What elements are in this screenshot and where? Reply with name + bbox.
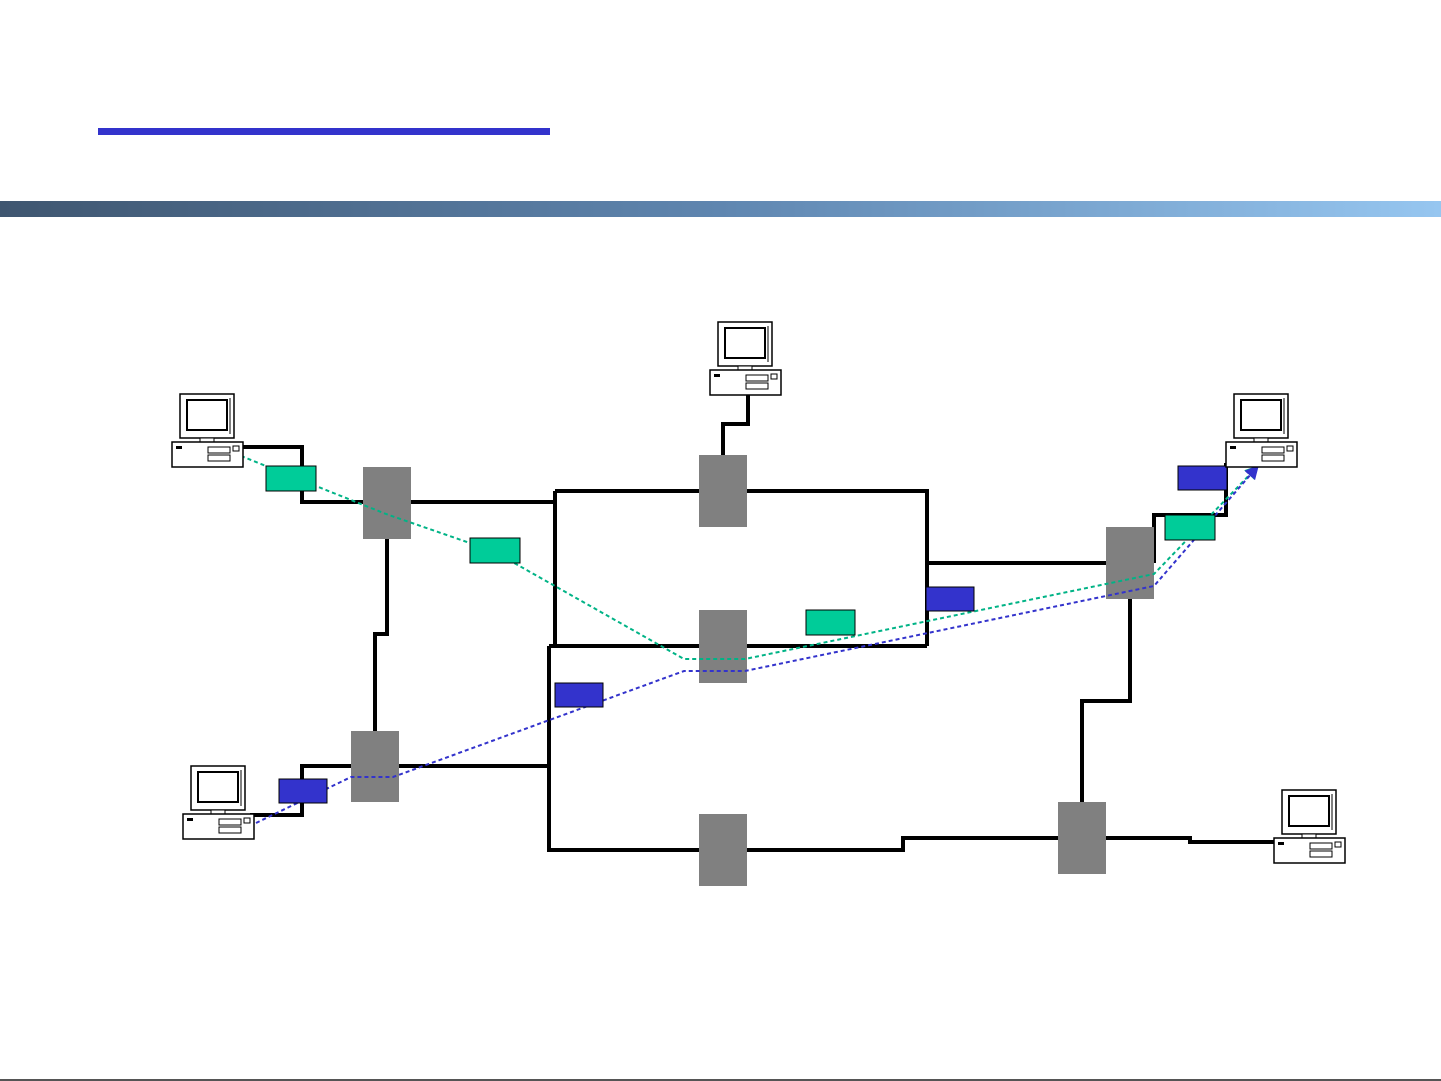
desktop-computer-icon bbox=[710, 322, 781, 395]
host-top-center[interactable] bbox=[710, 322, 781, 395]
packet-blue-4 bbox=[1178, 466, 1227, 490]
link-router-ul-to-router-ll bbox=[375, 538, 387, 731]
router-middle-center[interactable] bbox=[699, 610, 747, 683]
packet-blue-2 bbox=[555, 683, 603, 707]
desktop-computer-icon bbox=[1274, 790, 1345, 863]
host-bottom-right[interactable] bbox=[1274, 790, 1345, 863]
link-router-lr-to-host-br bbox=[1106, 838, 1276, 842]
link-router-bc-to-router-lr bbox=[746, 838, 1059, 850]
link-host-tc-to-router-tc bbox=[723, 393, 748, 456]
packet-green-3 bbox=[806, 610, 855, 635]
router-upper-right[interactable] bbox=[1106, 527, 1154, 599]
hosts bbox=[172, 322, 1345, 863]
packet-green-1 bbox=[266, 466, 316, 491]
router-upper-left[interactable] bbox=[363, 467, 411, 539]
packet-green-4 bbox=[1165, 515, 1215, 540]
packet-green-2 bbox=[470, 538, 520, 563]
desktop-computer-icon bbox=[183, 766, 254, 839]
packet-blue-3 bbox=[926, 587, 974, 611]
link-router-ur-to-router-lr bbox=[1082, 599, 1130, 803]
host-top-right[interactable] bbox=[1226, 394, 1297, 467]
link-core-lower-left-vertical bbox=[549, 646, 699, 850]
host-top-left[interactable] bbox=[172, 394, 243, 467]
host-bottom-left[interactable] bbox=[183, 766, 254, 839]
router-lower-right[interactable] bbox=[1058, 802, 1106, 874]
packet-blue-1 bbox=[279, 779, 327, 803]
router-bottom-center[interactable] bbox=[699, 814, 747, 886]
router-top-center[interactable] bbox=[699, 455, 747, 527]
router-lower-left[interactable] bbox=[351, 731, 399, 802]
desktop-computer-icon bbox=[1226, 394, 1297, 467]
desktop-computer-icon bbox=[172, 394, 243, 467]
routers bbox=[351, 455, 1154, 886]
